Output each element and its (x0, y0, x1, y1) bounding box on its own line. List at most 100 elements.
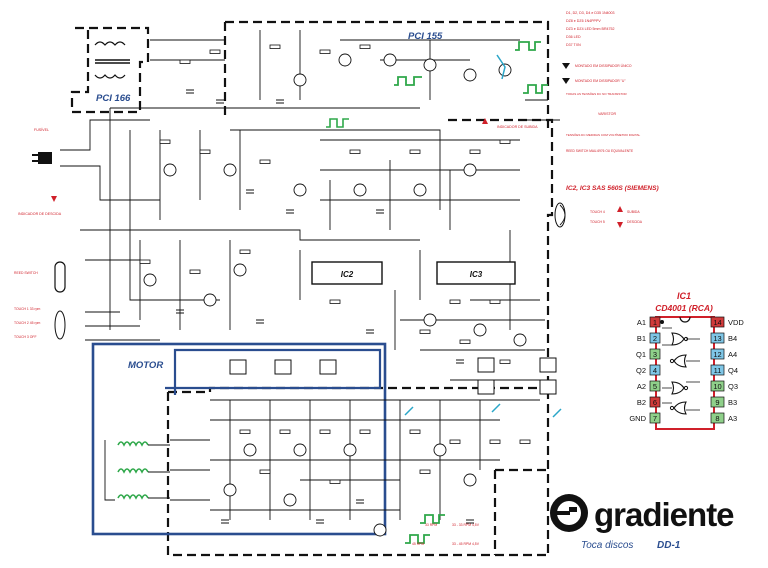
capacitor-1 (186, 89, 194, 94)
ic1-internal-wires (662, 327, 700, 411)
note-33rpm: 33 - 33 RPM 4,5V (452, 523, 480, 527)
transistor-19 (243, 443, 257, 457)
wire-3 (80, 229, 420, 241)
lower-board-right (493, 468, 550, 555)
ic1-pin-box-left-6 (649, 396, 661, 408)
resistor-19 (419, 329, 431, 334)
cyan-link-2 (404, 403, 562, 418)
module-4 (539, 379, 557, 395)
capacitor-12 (316, 519, 324, 524)
resistor-12 (499, 139, 511, 144)
wire-8 (230, 129, 441, 210)
ic1-pin-name-right-12: A4 (728, 350, 737, 359)
capacitor-6 (376, 209, 384, 214)
led-descida-icon (51, 196, 57, 202)
module-7 (319, 359, 337, 375)
note-mount-single: MONTADO EM DISSIPADOR ÚNICO (575, 63, 632, 68)
transistor-25 (283, 493, 297, 507)
ic1-pin-num-left-6: 6 (653, 398, 657, 407)
ic1-pin-name-right-14: VDD (728, 318, 744, 327)
label-touch3: TOUCH 3 OFF (14, 335, 37, 339)
ic1-pin-box-right-8 (710, 412, 725, 424)
motor-box (91, 342, 387, 536)
ic1-pin-name-right-8: A3 (728, 414, 737, 423)
transistor-13 (143, 273, 157, 287)
waveform-2 (515, 41, 541, 51)
capacitor-4 (246, 189, 254, 194)
label-descida-r: DESCIDA (627, 220, 643, 224)
main-board-outline (448, 118, 554, 555)
ic1-pin-name-right-13: B4 (728, 334, 737, 343)
resistor-7 (199, 149, 211, 154)
transistor-5 (463, 68, 477, 82)
motor-coil-1 (117, 441, 149, 447)
resistor-20 (459, 339, 471, 344)
wire-22 (329, 160, 451, 230)
resistor-32 (419, 469, 431, 474)
resistor-16 (329, 299, 341, 304)
transistor-26 (373, 523, 387, 537)
transistor-8 (223, 163, 237, 177)
module-2 (539, 357, 557, 373)
diode-marker2-icon (562, 78, 570, 84)
wire-18 (399, 400, 481, 520)
resistor-14 (189, 269, 201, 274)
ic1-pin-num-left-4: 4 (653, 366, 657, 375)
resistor-8 (259, 159, 271, 164)
module-6 (274, 359, 292, 375)
ic1-pin-box-right-9 (710, 396, 725, 408)
resistor-11 (469, 149, 481, 154)
transistor-7 (163, 163, 177, 177)
motor-coils (104, 440, 170, 501)
pci166-label: PCI 166 (96, 93, 131, 104)
ic1-part: CD4001 (RCA) (655, 303, 713, 313)
label-touch1: TOUCH 1 33 rpm (14, 307, 40, 311)
note-reed: REED SWITCH MAU-6976 OU EQUIVALENTE (566, 149, 633, 153)
diode-marker-icon (562, 63, 570, 69)
led-subida-icon (482, 118, 488, 124)
ic1-pin-num-left-2: 2 (653, 334, 657, 343)
ic1-pin1-dot (660, 320, 664, 324)
brand-product: Toca discos (581, 540, 633, 551)
resistor-26 (409, 429, 421, 434)
wire-1 (60, 119, 150, 151)
gradiente-logo: gradiente (550, 494, 735, 533)
ic3-chip: IC3 (436, 261, 516, 285)
component-group (54, 44, 566, 537)
wire-19 (170, 439, 210, 501)
touch-loop-right (554, 202, 566, 228)
capacitor-7 (176, 309, 184, 314)
label-touch2: TOUCH 2 45 rpm (14, 321, 40, 325)
ic3-label: IC3 (470, 270, 483, 279)
touch-subida-icon (617, 206, 623, 212)
resistor-25 (359, 429, 371, 434)
transistor-17 (473, 323, 487, 337)
note-semicond: D1, D2, D3, D4 e D35 1N4003 (566, 11, 615, 15)
ic1-pin-num-left-1: 1 (653, 318, 657, 327)
transistor-11 (413, 183, 427, 197)
label-33rpm: 33 RPM (425, 523, 437, 527)
note-leds: DZ3 e DZ4 LED 5mm BR4752 (566, 27, 615, 31)
ic1-title: IC1 (677, 291, 691, 301)
capacitor-11 (221, 519, 229, 524)
module-3 (477, 379, 495, 395)
waveform-3 (523, 84, 548, 94)
resistor-31 (329, 479, 341, 484)
module-1 (477, 357, 495, 373)
note-led1: D36 LED (566, 35, 581, 39)
ic2-label: IC2 (341, 270, 354, 279)
note-voltage: TODAS AS TENSÕES DC NO TRANSISTOR (566, 91, 627, 96)
label-fuse: FUSÍVEL (34, 128, 49, 132)
wire-13 (299, 250, 421, 350)
resistor-5 (359, 44, 371, 49)
brand-name: gradiente (594, 496, 734, 533)
label-45rpm: 45 RPM (412, 542, 424, 546)
capacitor-3 (276, 99, 284, 104)
capacitor-13 (356, 499, 364, 504)
ic1-notch (679, 316, 691, 323)
nor-gate-4 (669, 401, 687, 415)
ic1-pin-box-left-5 (649, 380, 661, 392)
label-subida: INDICADOR DE SUBIDA (497, 125, 538, 129)
ic1-pinout: IC1 CD4001 (RCA) 1A12B13Q14Q25A26B27GND1… (629, 291, 744, 430)
